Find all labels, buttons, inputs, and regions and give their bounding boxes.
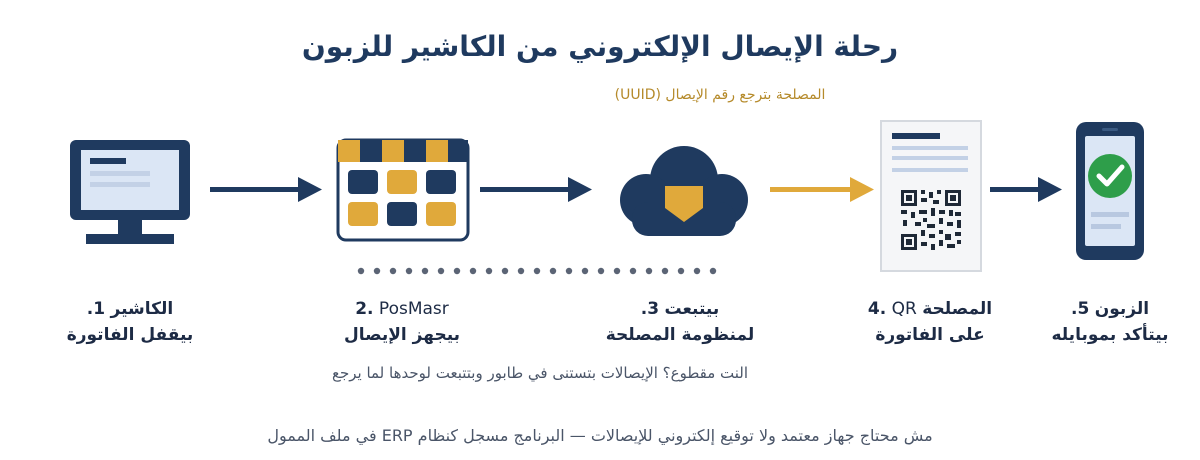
step-1-text: الكاشير 1. xyxy=(86,299,174,319)
step-3-label: بيتبعت 3. لمنظومة المصلحة xyxy=(570,296,790,348)
receipt-qr-icon xyxy=(880,120,982,272)
footer-note: مش محتاج جهاز معتمد ولا توقيع إلكتروني ل… xyxy=(267,426,933,445)
step-4-text: 4. QR المصلحة xyxy=(867,299,993,319)
step-2-label: 2. PosMasr بيجهز الإيصال xyxy=(292,296,512,348)
cloud-shield-icon xyxy=(620,146,748,236)
arrow-1-to-2 xyxy=(210,177,322,202)
step-5-text: الزبون 5. xyxy=(1070,299,1150,319)
uuid-return-note: المصلحة بترجع رقم الإيصال (UUID) xyxy=(614,87,826,103)
step-3-text: بيتبعت 3. xyxy=(640,299,720,319)
step-1-label: الكاشير 1. بيقفل الفاتورة xyxy=(20,296,240,348)
step-3-detail: لمنظومة المصلحة xyxy=(605,325,755,345)
arrow-4-to-5 xyxy=(990,177,1062,202)
arrow-3-to-4 xyxy=(770,177,874,202)
step-1-detail: بيقفل الفاتورة xyxy=(66,325,194,345)
phone-check-icon xyxy=(1076,122,1144,260)
step-5-label: الزبون 5. بيتأكد بموبايله xyxy=(1000,296,1200,348)
step-2-text: 2. PosMasr xyxy=(355,299,449,319)
pos-grid-icon xyxy=(336,138,470,242)
monitor-icon xyxy=(70,140,190,244)
diagram-title: رحلة الإيصال الإلكتروني من الكاشير للزبو… xyxy=(301,30,899,63)
step-4-detail: على الفاتورة xyxy=(875,325,985,345)
offline-queue-note: النت مقطوع؟ الإيصالات بتستنى في طابور وب… xyxy=(331,364,749,382)
arrow-2-to-3 xyxy=(480,177,592,202)
offline-queue-dots xyxy=(357,267,717,275)
step-5-detail: بيتأكد بموبايله xyxy=(1051,325,1169,345)
step-4-label: 4. QR المصلحة على الفاتورة xyxy=(820,296,1040,348)
step-2-detail: بيجهز الإيصال xyxy=(343,325,461,345)
